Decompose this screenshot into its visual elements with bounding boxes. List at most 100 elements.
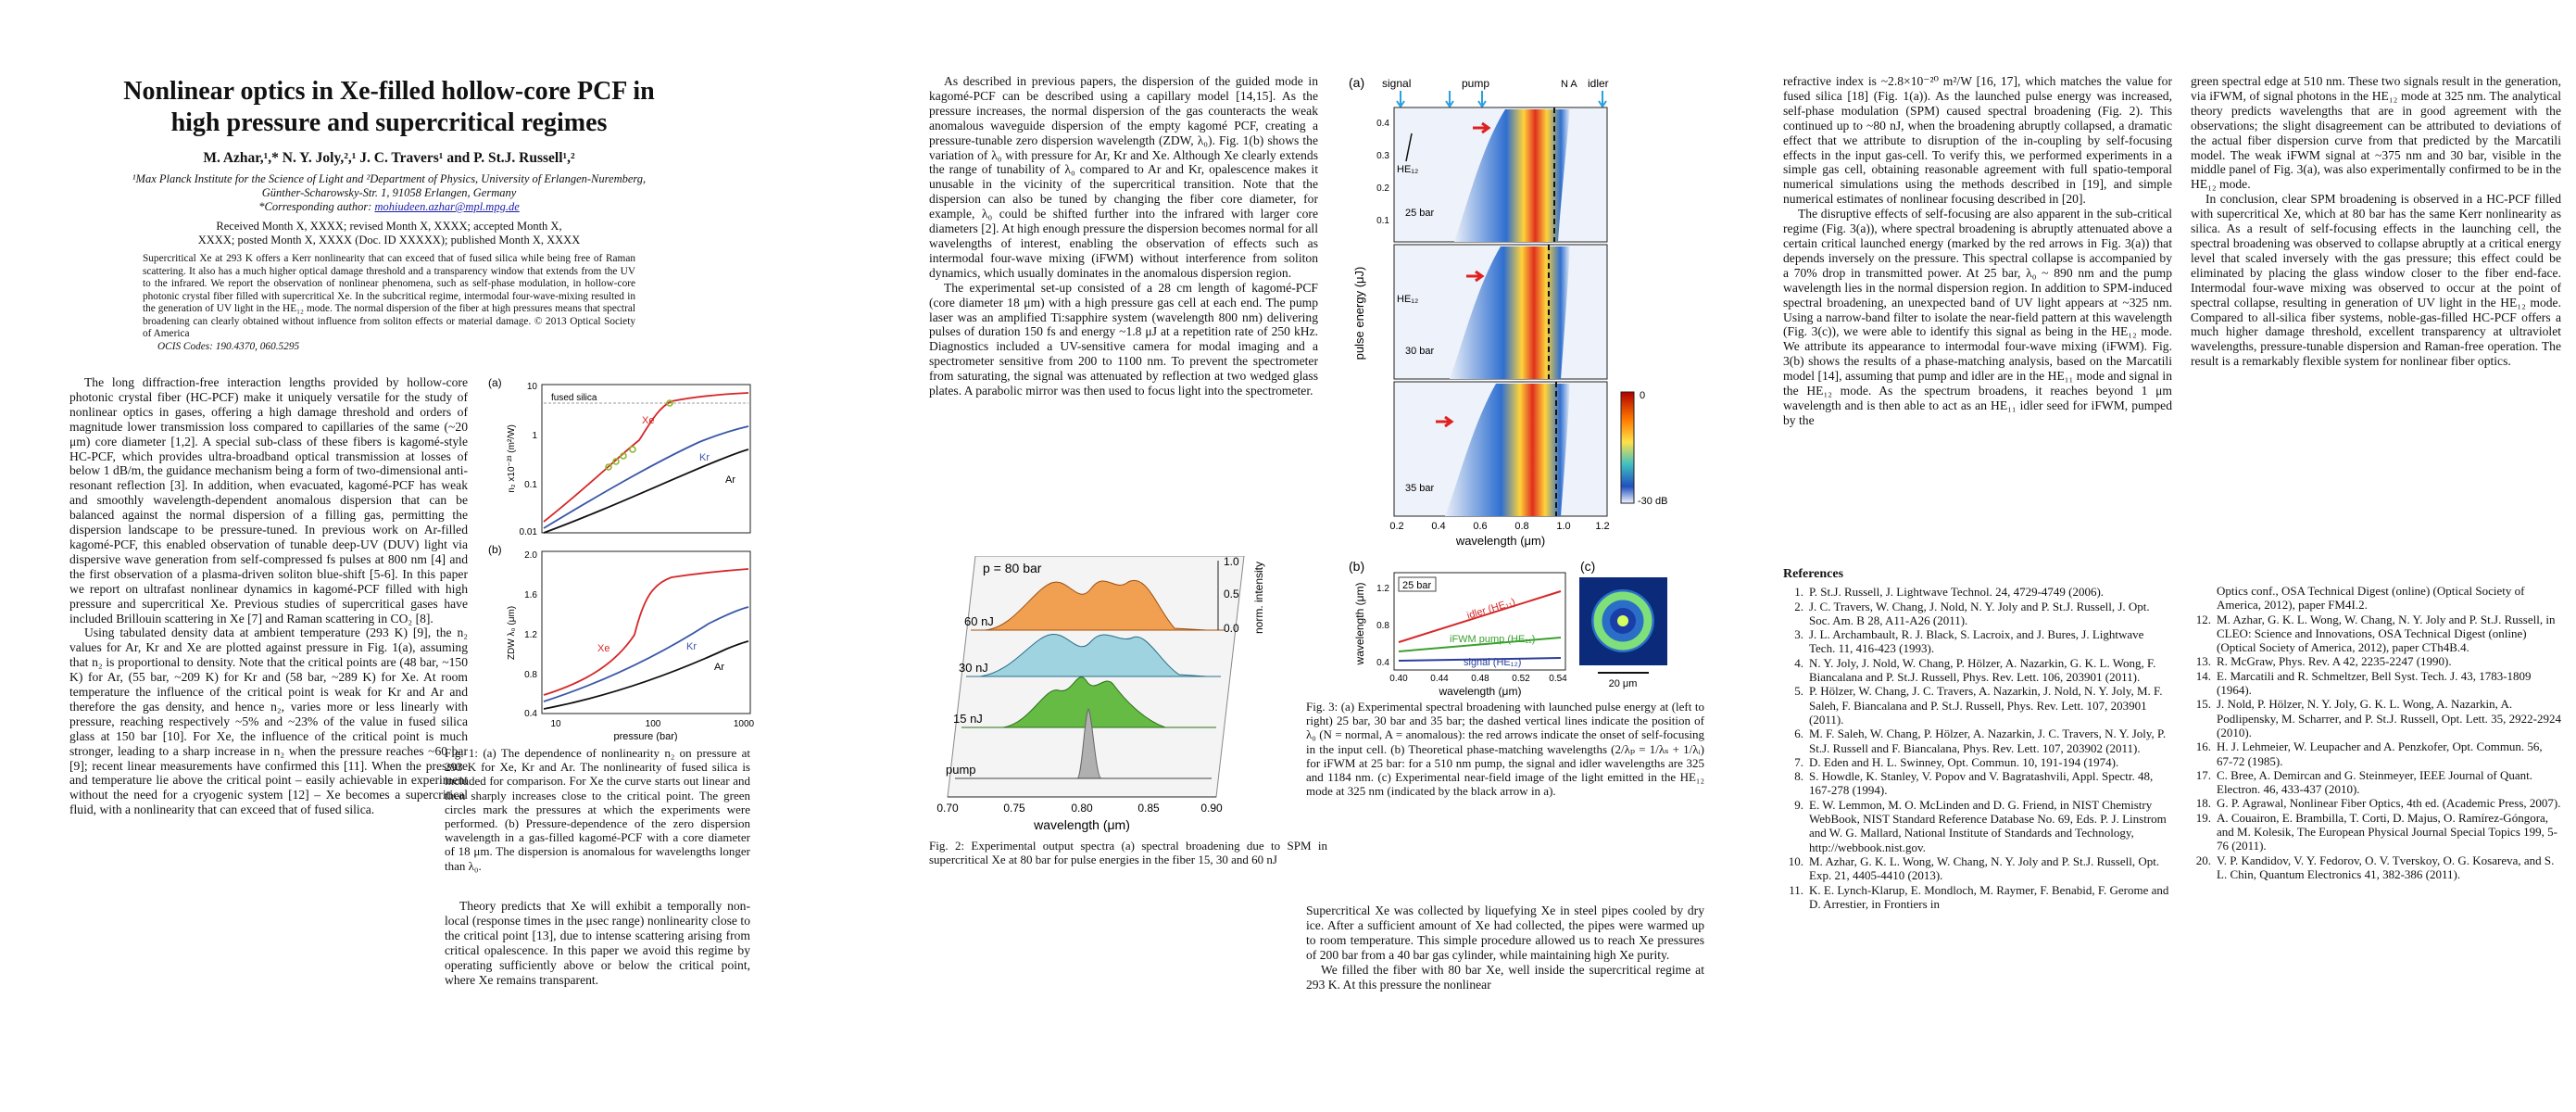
affiliation-line-2: Günther-Scharowsky-Str. 1, 91058 Erlange… [261,186,517,199]
reference-text: J. L. Archambault, R. J. Black, S. Lacro… [1809,627,2144,656]
reference-text: P. St.J. Russell, J. Lightwave Technol. … [1809,585,2105,600]
reference-item: 3. J. L. Archambault, R. J. Black, S. Lac… [1783,627,2172,656]
reference-text: C. Bree, A. Demircan and G. Steinmeyer, … [2217,767,2532,797]
reference-number: 3. [1794,627,1803,642]
fig3-pump-arrow [1477,91,1487,108]
fig3b-ytick-0.8: 0.8 [1376,621,1389,631]
reference-number: 4. [1794,655,1803,670]
paragraph-spm: refractive index is ~2.8×10⁻²⁰ m²/W [16,… [1783,74,2172,207]
fig1a-kr-curve [543,425,749,529]
reference-text: P. Hölzer, W. Chang, J. C. Travers, A. N… [1809,684,2163,727]
reference-number: 5. [1794,684,1803,699]
reference-item: Optics conf., OSA Technical Digest (onli… [2191,584,2561,613]
fig3c-core [1617,615,1628,626]
reference-item: 1. P. St.J. Russell, J. Lightwave Technol… [1783,585,2172,599]
reference-text: S. Howdle, K. Stanley, V. Popov and V. B… [1809,769,2154,798]
figure-3: (a) signal pump N A idler 25 bar HE₁₂ 30… [1343,72,1737,777]
fig3-he12-label-25bar: HE₁₂ [1397,164,1418,175]
fig1a-experiment-point [666,399,673,407]
fig3-he12-label-30bar: HE₁₂ [1397,294,1418,305]
reference-text: V. P. Kandidov, V. Y. Fedorov, O. V. Tve… [2217,853,2555,881]
reference-number: 20. [2195,853,2211,867]
reference-item: 12.M. Azhar, G. K. L. Wong, W. Chang, N.… [2191,613,2561,655]
reference-text: Optics conf., OSA Technical Digest (onli… [2217,584,2525,613]
fig1a-kr-label: Kr [699,452,710,463]
references-heading: References [1783,567,1844,581]
fig1b-kr-label: Kr [686,641,697,652]
references-list-1: 1. P. St.J. Russell, J. Lightwave Technol… [1783,585,2172,911]
fig3-pump-label: pump [1462,77,1489,90]
paragraph-setup: The experimental set-up consisted of a 2… [929,280,1318,398]
fig1b-ar-curve [543,640,749,710]
fig1b-ytick-1.2: 1.2 [524,630,537,640]
reference-item: 6.M. F. Saleh, W. Chang, P. Hölzer, A. N… [1783,727,2172,755]
fig3-colorbar-top: 0 [1640,390,1645,401]
fig1a-experiment-point [612,458,620,465]
fig3-colorbar-bottom: -30 dB [1638,496,1667,507]
fig1b-ytick-0.4: 0.4 [524,709,537,719]
reference-number: 18. [2195,796,2211,811]
reference-number: 19. [2195,810,2211,825]
reference-text: E. W. Lemmon, M. O. McLinden and D. G. F… [1809,797,2167,854]
figure-1-plot: (a) n₂ x10⁻²³ (m²/W) 10 1 0.1 0.01 fused… [488,376,755,742]
fig1-panel-b-label: (b) [488,543,502,556]
reference-number: 1. [1794,585,1803,600]
paper-title: Nonlinear optics in Xe-filled hollow-cor… [102,76,676,139]
fig1b-xe-label: Xe [597,643,609,654]
reference-item: 8.S. Howdle, K. Stanley, V. Popov and V.… [1783,769,2172,798]
reference-item: 10.M. Azhar, G. K. L. Wong, W. Chang, N.… [1783,854,2172,883]
fig3-pump-arrow [1445,91,1454,108]
fig1-xlabel: pressure (bar) [613,731,677,741]
fig3-ytick-0.2: 0.2 [1376,183,1389,194]
paragraph-theory: Theory predicts that Xe will exhibit a t… [445,899,750,987]
reference-text: N. Y. Joly, J. Nold, W. Chang, P. Hölzer… [1809,655,2156,685]
fig2-zlabel: norm. intensity [1252,562,1265,634]
fig3-colorbar [1620,391,1635,504]
author-list: M. Azhar,¹,* N. Y. Joly,²,¹ J. C. Traver… [203,150,575,166]
reference-item: 9.E. W. Lemmon, M. O. McLinden and D. G.… [1783,798,2172,854]
corresponding-label: *Corresponding author: [258,200,372,213]
figure-1: (a) n₂ x10⁻²³ (m²/W) 10 1 0.1 0.01 fused… [486,375,755,742]
reference-text: J. C. Travers, W. Chang, J. Nold, N. Y. … [1809,599,2150,627]
fig2-spectrum-60nj [984,579,1208,631]
fig1b-kr-curve [543,606,749,702]
fig3b-ylabel: wavelength (μm) [1353,583,1366,666]
fig1a-axes [541,384,751,534]
body-column-5: refractive index is ~2.8×10⁻²⁰ m²/W [16,… [1783,74,2172,428]
fig3b-xtick-0.52: 0.52 [1512,674,1530,684]
paragraph-conclusion: In conclusion, clear SPM broadening is o… [2191,192,2561,369]
reference-item: 20. V. P. Kandidov, V. Y. Fedorov, O. V. … [2191,853,2561,882]
reference-text: E. Marcatili and R. Schmeltzer, Bell Sys… [2217,668,2532,698]
reference-item: 11.K. E. Lynch-Klarup, E. Mondloch, M. R… [1783,883,2172,912]
fig3-xtick-0.4: 0.4 [1431,521,1445,532]
fig1a-ar-label: Ar [725,474,735,486]
reference-item: 4. N. Y. Joly, J. Nold, W. Chang, P. Hölz… [1783,656,2172,685]
reference-item: 13.R. McGraw, Phys. Rev. A 42, 2235-2247… [2191,654,2561,668]
fig2-level-30nj: 30 nJ [959,661,988,675]
reference-number: 13. [2195,654,2211,669]
fig3b-idler-line [1398,590,1562,643]
reference-number: 10. [1788,853,1803,868]
fig3-xtick-1.2: 1.2 [1595,521,1609,532]
fig1-xtick-10: 10 [550,719,561,729]
reference-text: K. E. Lynch-Klarup, E. Mondloch, M. Raym… [1809,882,2169,911]
fig1a-fused-silica-label: fused silica [551,393,597,403]
fig3-ylabel: pulse energy (μJ) [1352,267,1366,360]
reference-number: 16. [2195,739,2211,754]
fig3b-pressure-box [1398,576,1437,592]
reference-item: 18.G. P. Agrawal, Nonlinear Fiber Optics… [2191,796,2561,810]
fig1a-experiment-point [620,452,627,460]
fig1b-ar-label: Ar [714,662,724,673]
reference-item: 19.A. Couairon, E. Brambilla, T. Corti, … [2191,811,2561,853]
fig2-spectrum-15nj [1002,676,1166,728]
fig3-panel-b-label: (b) [1349,559,1364,574]
fig3-xtick-0.8: 0.8 [1514,521,1528,532]
fig2-xlabel: wavelength (μm) [1033,817,1130,832]
fig1b-ylabel: ZDW λ₀ (μm) [507,606,517,660]
reference-text: M. Azhar, G. K. L. Wong, W. Chang, N. Y.… [2217,612,2556,655]
fig2-xtick-0.70: 0.70 [936,802,959,815]
fig3-ytick-0.4: 0.4 [1376,119,1389,129]
corresponding-email-link[interactable]: mohiudeen.azhar@mpl.mpg.de [374,200,520,213]
reference-item: 2.J. C. Travers, W. Chang, J. Nold, N. Y… [1783,600,2172,628]
fig3-pressure-35bar: 35 bar [1405,483,1435,494]
